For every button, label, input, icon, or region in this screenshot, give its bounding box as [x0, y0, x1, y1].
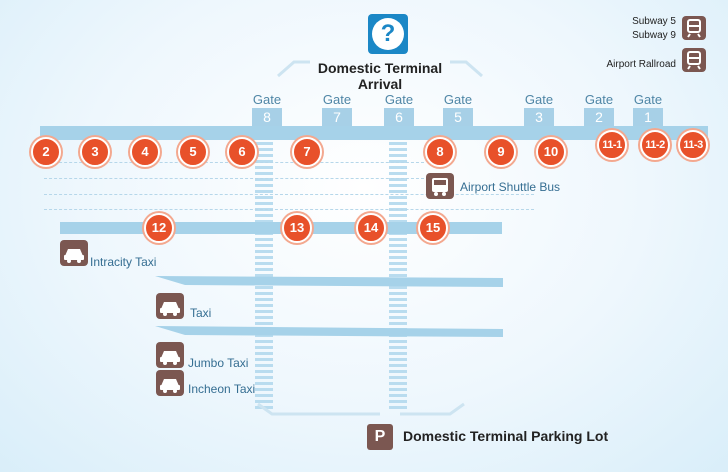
- page-title: Domestic Terminal Arrival: [317, 60, 443, 92]
- car-icon: [156, 293, 184, 319]
- stop-11-2[interactable]: 11-2: [640, 130, 670, 160]
- stop-9[interactable]: 9: [486, 137, 516, 167]
- gate-number: 7: [322, 108, 352, 126]
- gate-number: 3: [524, 108, 554, 126]
- stop-15[interactable]: 15: [418, 213, 448, 243]
- subway-train-icon: [682, 16, 706, 40]
- bus-icon: [426, 173, 454, 199]
- incheon-taxi-label: Incheon Taxi: [188, 382, 256, 396]
- parking-icon: P: [367, 424, 393, 450]
- gate-label: Gate: [524, 92, 554, 107]
- crosswalk-right: [389, 136, 407, 412]
- dashed-lane: [44, 209, 534, 210]
- gate-number: 6: [384, 108, 414, 126]
- gate-number: 8: [252, 108, 282, 126]
- subway-9-label: Subway 9: [632, 30, 676, 41]
- stop-5[interactable]: 5: [178, 137, 208, 167]
- gate-label: Gate: [584, 92, 614, 107]
- stop-4[interactable]: 4: [130, 137, 160, 167]
- exit-bracket: [257, 402, 465, 416]
- stop-6[interactable]: 6: [227, 137, 257, 167]
- gate-label: Gate: [443, 92, 473, 107]
- taxi-label: Taxi: [190, 306, 212, 320]
- stop-14[interactable]: 14: [356, 213, 386, 243]
- gate-number: 2: [584, 108, 614, 126]
- car-icon: [156, 370, 184, 396]
- gate-label: Gate: [322, 92, 352, 107]
- gate-label: Gate: [633, 92, 663, 107]
- info-circle: ?: [372, 18, 404, 50]
- dashed-lane: [44, 178, 424, 179]
- gate-number: 1: [633, 108, 663, 126]
- stop-12[interactable]: 12: [144, 213, 174, 243]
- dashed-lane: [44, 194, 534, 195]
- gate-number: 5: [443, 108, 473, 126]
- stop-3[interactable]: 3: [80, 137, 110, 167]
- terminal-curb-road: [40, 126, 708, 140]
- question-mark-icon: ?: [380, 20, 396, 47]
- gate-label: Gate: [384, 92, 414, 107]
- car-icon: [60, 240, 88, 266]
- taxi-lane-1: [155, 276, 503, 287]
- stop-8[interactable]: 8: [425, 137, 455, 167]
- stop-11-3[interactable]: 11-3: [678, 130, 708, 160]
- jumbo-taxi-label: Jumbo Taxi: [188, 356, 249, 370]
- parking-lot-label: Domestic Terminal Parking Lot: [403, 428, 609, 444]
- stop-7[interactable]: 7: [292, 137, 322, 167]
- railroad-train-icon: [682, 48, 706, 72]
- airport-shuttle-bus-label: Airport Shuttle Bus: [460, 180, 561, 194]
- car-icon: [156, 342, 184, 368]
- intracity-taxi-label: Intracity Taxi: [90, 255, 157, 269]
- gate-label: Gate: [252, 92, 282, 107]
- title-bracket: [277, 60, 483, 78]
- info-icon[interactable]: ?: [368, 14, 408, 54]
- stop-13[interactable]: 13: [282, 213, 312, 243]
- crosswalk-left: [255, 136, 273, 412]
- airport-railroad-label: Airport Rallroad: [606, 59, 676, 70]
- stop-2[interactable]: 2: [31, 137, 61, 167]
- stop-10[interactable]: 10: [536, 137, 566, 167]
- stop-11-1[interactable]: 11-1: [597, 130, 627, 160]
- taxi-lane-2: [155, 326, 503, 337]
- subway-5-label: Subway 5: [632, 16, 676, 27]
